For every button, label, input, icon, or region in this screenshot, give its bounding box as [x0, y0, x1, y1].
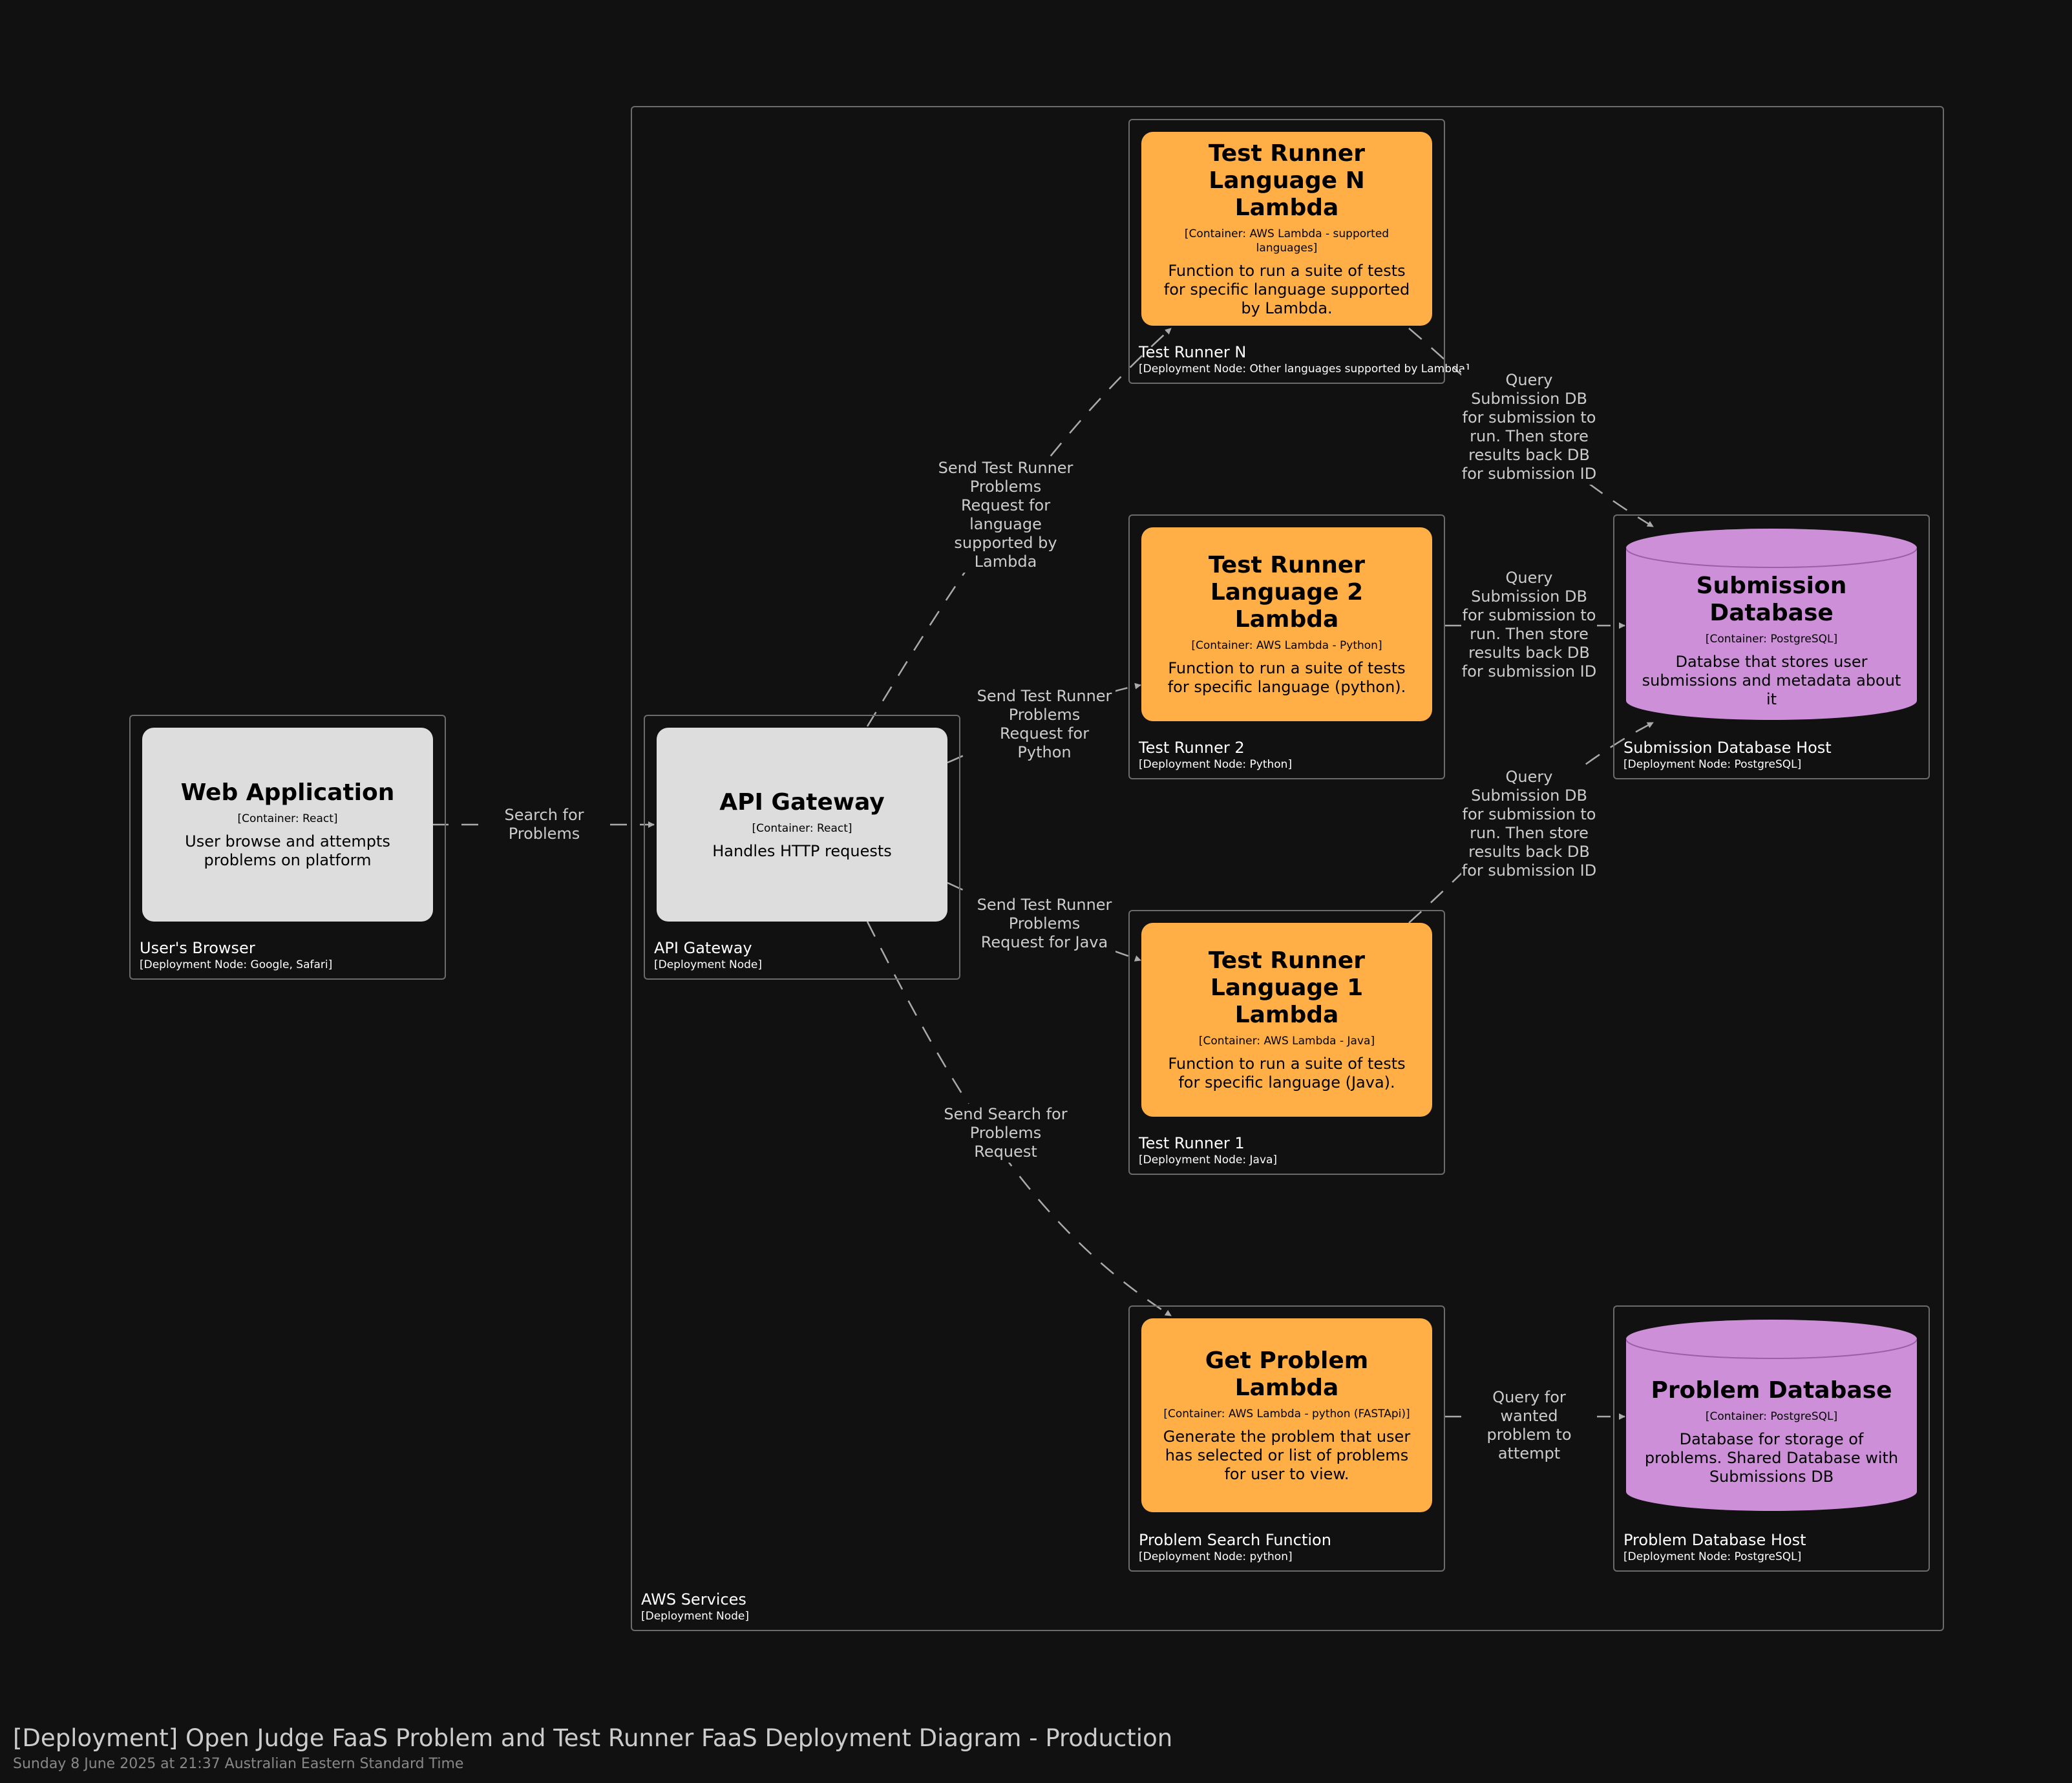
node-problem-database-host-name: Problem Database Host [1623, 1531, 1806, 1549]
container-submission-database[interactable]: Submission Database [Container: PostgreS… [1626, 527, 1917, 721]
node-test-runner-2: Test Runner 2 [Deployment Node: Python] [1128, 514, 1445, 779]
node-problem-database-host: Problem Database Host [Deployment Node: … [1613, 1305, 1930, 1572]
container-api-gateway-title: API Gateway [719, 788, 885, 816]
edge-label-query-2: Query Submission DB for submission to ru… [1461, 567, 1597, 682]
node-users-browser-name: User's Browser [140, 939, 255, 957]
container-api-gateway[interactable]: API Gateway [Container: React] Handles H… [657, 728, 947, 922]
node-problem-database-host-tech: [Deployment Node: PostgreSQL] [1623, 1550, 1802, 1563]
container-test-runner-2-lambda[interactable]: Test Runner Language 2 Lambda [Container… [1141, 527, 1432, 721]
container-test-runner-2-lambda-desc: Function to run a suite of tests for spe… [1167, 659, 1406, 696]
edge-label-to-runner-n: Send Test Runner Problems Request for la… [935, 458, 1077, 573]
container-web-application-tech: [Container: React] [237, 812, 338, 825]
container-get-problem-lambda-title: Get Problem Lambda [1205, 1347, 1369, 1401]
container-test-runner-n-lambda-title: Test Runner Language N Lambda [1208, 140, 1366, 221]
node-api-gateway-tech: [Deployment Node] [654, 958, 763, 971]
container-test-runner-1-lambda-tech: [Container: AWS Lambda - Java] [1198, 1035, 1375, 1048]
edge-to-runner-n [866, 328, 1172, 727]
diagram-timestamp: Sunday 8 June 2025 at 21:37 Australian E… [13, 1756, 464, 1772]
node-test-runner-n: Test Runner N [Deployment Node: Other la… [1128, 119, 1470, 384]
container-api-gateway-tech: [Container: React] [752, 821, 852, 835]
node-submission-database-host-name: Submission Database Host [1623, 739, 1832, 757]
container-get-problem-lambda-desc: Generate the problem that user has selec… [1163, 1427, 1411, 1483]
container-get-problem-lambda-tech: [Container: AWS Lambda - python (FASTApi… [1163, 1407, 1410, 1420]
container-test-runner-n-lambda-tech: [Container: AWS Lambda - supported langu… [1184, 227, 1390, 255]
edge-label-query-problem: Query for wanted problem to attempt [1461, 1387, 1597, 1464]
container-test-runner-2-lambda-tech: [Container: AWS Lambda - Python] [1191, 639, 1382, 652]
node-test-runner-1-name: Test Runner 1 [1139, 1134, 1245, 1152]
node-problem-search-function-tech: [Deployment Node: python] [1139, 1550, 1293, 1563]
node-problem-search-function-name: Problem Search Function [1139, 1531, 1331, 1549]
container-test-runner-2-lambda-title: Test Runner Language 2 Lambda [1208, 552, 1366, 633]
container-problem-database-desc: Database for storage of problems. Shared… [1644, 1430, 1899, 1486]
database-cylinder-icon [1626, 529, 1917, 720]
node-test-runner-1: Test Runner 1 [Deployment Node: Java] [1128, 910, 1445, 1175]
node-test-runner-n-tech: [Deployment Node: Other languages suppor… [1139, 363, 1470, 375]
edge-label-query-n: Query Submission DB for submission to ru… [1461, 370, 1597, 485]
container-test-runner-n-lambda[interactable]: Test Runner Language N Lambda [Container… [1141, 132, 1432, 326]
database-cylinder-icon [1626, 1320, 1917, 1511]
node-api-gateway: API Gateway [Deployment Node] [644, 715, 960, 980]
container-web-application-title: Web Application [180, 779, 395, 806]
node-aws-services-tech: [Deployment Node] [641, 1610, 750, 1623]
node-submission-database-host: Submission Database Host [Deployment Nod… [1613, 514, 1930, 779]
edge-label-to-get-problem: Send Search for Problems Request [935, 1104, 1077, 1163]
node-aws-services: AWS Services [Deployment Node] [631, 106, 1944, 1631]
container-test-runner-1-lambda-desc: Function to run a suite of tests for spe… [1168, 1055, 1406, 1092]
node-users-browser: User's Browser [Deployment Node: Google,… [129, 715, 446, 980]
container-submission-database-desc: Databse that stores user submissions and… [1642, 652, 1901, 708]
node-test-runner-n-name: Test Runner N [1139, 343, 1247, 361]
container-problem-database-tech: [Container: PostgreSQL] [1705, 1409, 1838, 1423]
container-test-runner-n-lambda-desc: Function to run a suite of tests for spe… [1163, 261, 1410, 317]
node-submission-database-host-tech: [Deployment Node: PostgreSQL] [1623, 758, 1802, 771]
node-api-gateway-name: API Gateway [654, 939, 752, 957]
container-api-gateway-desc: Handles HTTP requests [712, 841, 892, 860]
node-aws-services-name: AWS Services [641, 1590, 746, 1609]
container-submission-database-tech: [Container: PostgreSQL] [1705, 632, 1838, 646]
node-test-runner-2-name: Test Runner 2 [1139, 739, 1245, 757]
edge-label-query-1: Query Submission DB for submission to ru… [1461, 766, 1597, 881]
diagram-title: [Deployment] Open Judge FaaS Problem and… [13, 1724, 1173, 1752]
container-test-runner-1-lambda-title: Test Runner Language 1 Lambda [1208, 947, 1366, 1028]
container-get-problem-lambda[interactable]: Get Problem Lambda [Container: AWS Lambd… [1141, 1318, 1432, 1512]
node-test-runner-2-tech: [Deployment Node: Python] [1139, 758, 1293, 771]
node-test-runner-1-tech: [Deployment Node: Java] [1139, 1154, 1278, 1166]
node-users-browser-tech: [Deployment Node: Google, Safari] [140, 958, 333, 971]
container-problem-database[interactable]: Problem Database [Container: PostgreSQL]… [1626, 1318, 1917, 1512]
node-problem-search-function: Problem Search Function [Deployment Node… [1128, 1305, 1445, 1572]
edge-label-to-runner-1: Send Test Runner Problems Request for Ja… [973, 894, 1115, 953]
edge-label-to-runner-2: Send Test Runner Problems Request for Py… [973, 686, 1115, 763]
container-submission-database-title: Submission Database [1696, 572, 1847, 626]
container-web-application-desc: User browse and attempts problems on pla… [185, 832, 390, 869]
container-test-runner-1-lambda[interactable]: Test Runner Language 1 Lambda [Container… [1141, 923, 1432, 1117]
edge-label-search: Search for Problems [486, 805, 602, 845]
container-problem-database-title: Problem Database [1651, 1377, 1892, 1404]
container-web-application[interactable]: Web Application [Container: React] User … [142, 728, 433, 922]
